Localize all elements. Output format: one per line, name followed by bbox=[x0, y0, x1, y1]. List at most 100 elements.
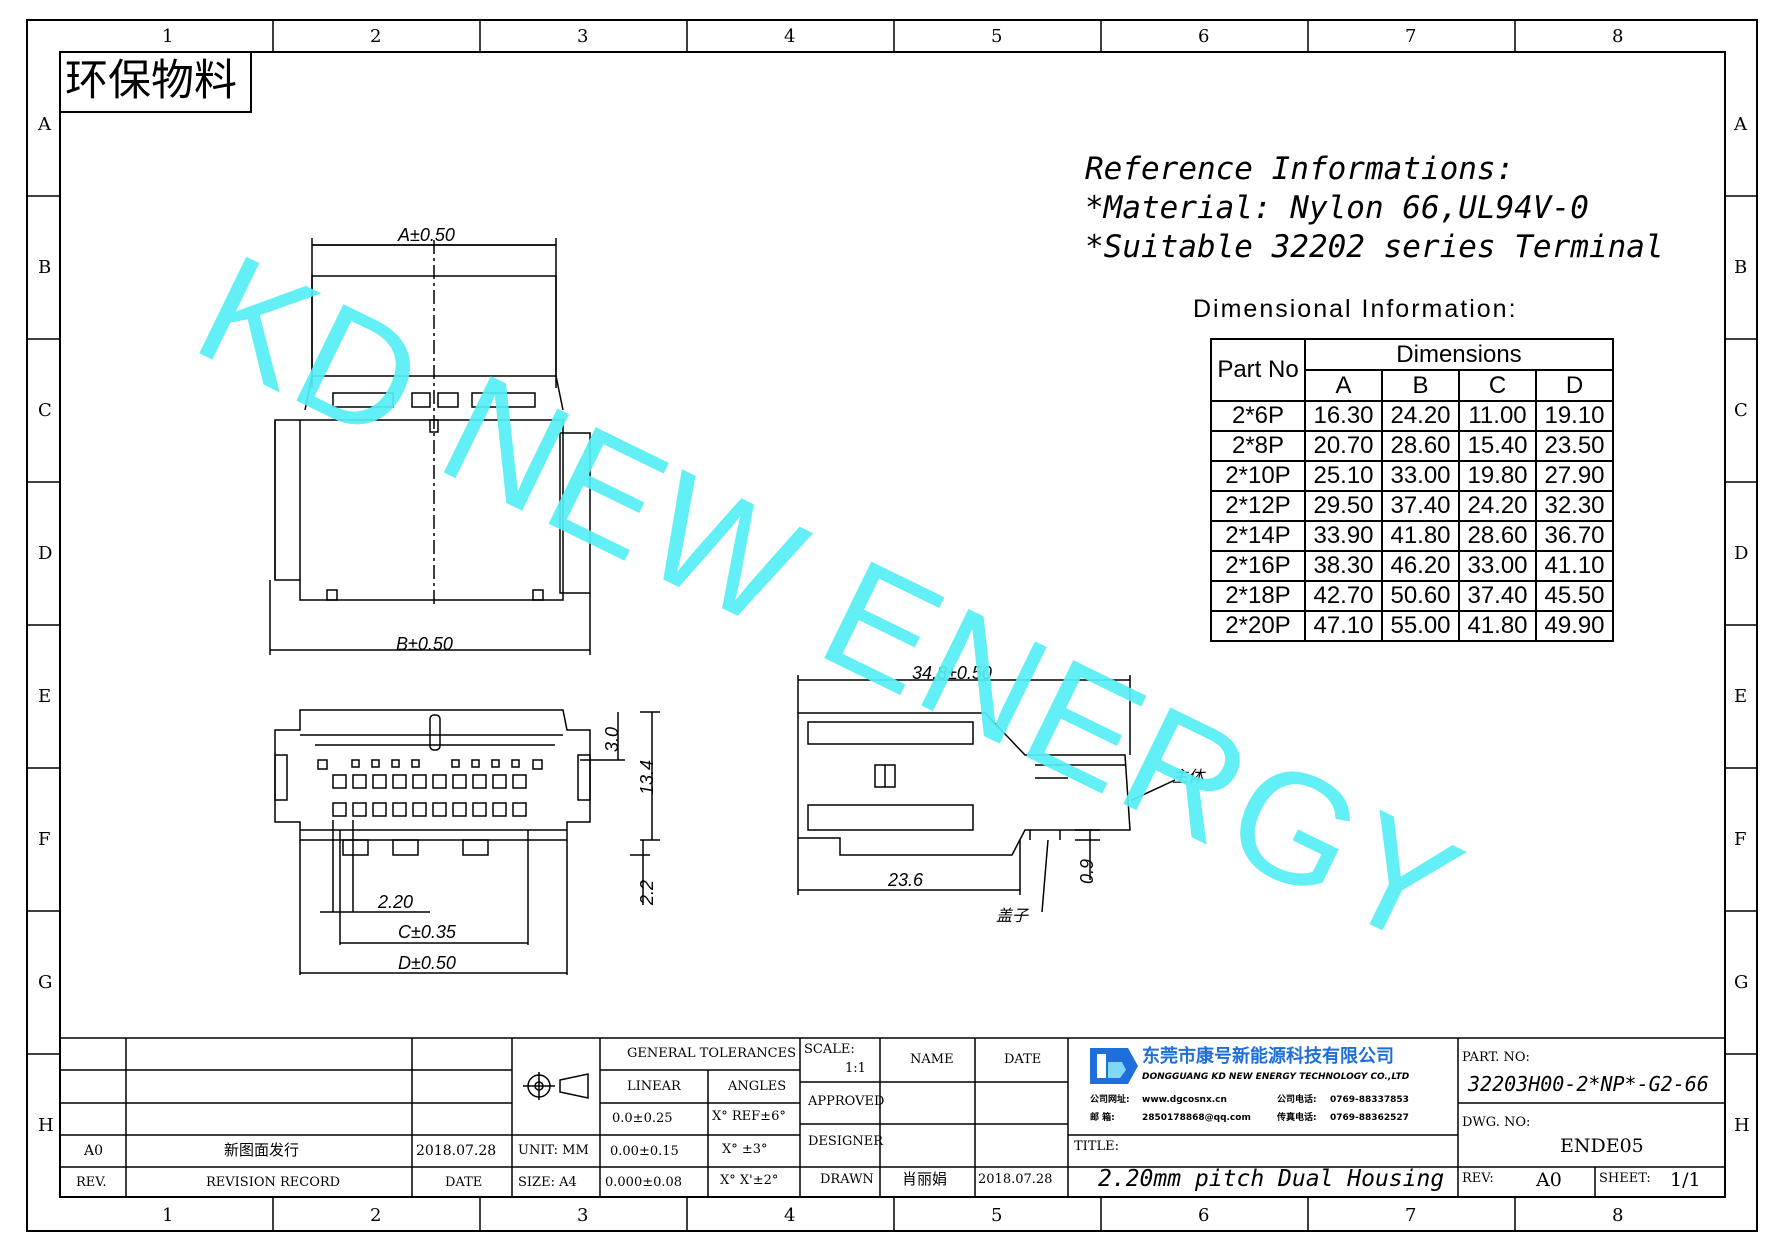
side-length-label: 34.8±0.50 bbox=[912, 663, 992, 683]
general-tolerances-label: GENERAL TOLERANCES bbox=[627, 1046, 797, 1061]
name-header: NAME bbox=[910, 1052, 954, 1067]
zone-row-f-right: F bbox=[1734, 829, 1747, 850]
zone-row-h: H bbox=[38, 1115, 54, 1136]
zone-row-f: F bbox=[38, 829, 51, 850]
table-row: 2*14P 33.90 41.80 28.60 36.70 bbox=[1210, 520, 1614, 552]
tol-angle-2: X° ±3° bbox=[722, 1142, 768, 1157]
reference-material: *Material: Nylon 66,UL94V-0 bbox=[1085, 190, 1589, 226]
table-row: 2*18P 42.70 50.60 37.40 45.50 bbox=[1210, 580, 1614, 612]
dimensions-table: Part No Dimensions A B C D 2*6P 16.30 24… bbox=[1210, 338, 1614, 642]
table-row: 2*12P 29.50 37.40 24.20 32.30 bbox=[1210, 490, 1614, 522]
side-23-6-label: 23.6 bbox=[888, 870, 924, 890]
col-header-a: A bbox=[1304, 369, 1383, 402]
projection-symbol bbox=[523, 1072, 589, 1100]
d-cell: 41.10 bbox=[1535, 550, 1614, 582]
zone-col-3: 3 bbox=[577, 26, 589, 47]
side-view bbox=[797, 675, 1176, 913]
zone-row-a: A bbox=[38, 114, 51, 135]
company-website-label: 公司网址: bbox=[1090, 1095, 1130, 1105]
a-cell: 38.30 bbox=[1304, 550, 1383, 582]
sheet-value: 1/1 bbox=[1670, 1169, 1701, 1191]
stamp-box bbox=[59, 51, 252, 113]
drawing-title: 2.20mm pitch Dual Housing bbox=[1098, 1166, 1445, 1192]
c-cell: 24.20 bbox=[1458, 490, 1537, 522]
company-mail: 2850178868@qq.com bbox=[1142, 1113, 1251, 1123]
zone-row-b-right: B bbox=[1734, 257, 1748, 278]
dim-b-label: B±0.50 bbox=[396, 634, 453, 654]
dim-2-2-label: 2.2 bbox=[637, 879, 657, 905]
reference-title: Reference Informations: bbox=[1085, 151, 1515, 187]
zone-row-h-right: H bbox=[1734, 1115, 1750, 1136]
d-cell: 36.70 bbox=[1535, 520, 1614, 552]
part-cell: 2*16P bbox=[1210, 550, 1306, 582]
zone-col-4: 4 bbox=[784, 26, 796, 47]
eco-material-stamp: 环保物料 bbox=[65, 56, 237, 106]
a-cell: 47.10 bbox=[1304, 610, 1383, 642]
tol-linear-3: 0.000±0.08 bbox=[605, 1175, 683, 1190]
zone-row-c-right: C bbox=[1734, 400, 1748, 421]
part-cell: 2*10P bbox=[1210, 460, 1306, 492]
d-cell: 23.50 bbox=[1535, 430, 1614, 462]
b-cell: 28.60 bbox=[1381, 430, 1460, 462]
c-cell: 37.40 bbox=[1458, 580, 1537, 612]
rev-cell: A0 bbox=[84, 1143, 104, 1159]
c-cell: 33.00 bbox=[1458, 550, 1537, 582]
company-tel: 0769-88337853 bbox=[1330, 1095, 1409, 1105]
drawn-date: 2018.07.28 bbox=[978, 1172, 1053, 1187]
unit-label: UNIT: MM bbox=[518, 1143, 589, 1158]
scale-label: SCALE: bbox=[804, 1042, 855, 1057]
rev-label: REV: bbox=[1462, 1171, 1494, 1186]
zone-row-a-right: A bbox=[1734, 114, 1747, 135]
zone-row-g-right: G bbox=[1734, 972, 1749, 993]
tol-angle-3: X° X'±2° bbox=[720, 1173, 779, 1188]
zone-row-c: C bbox=[38, 400, 52, 421]
drawn-label: DRAWN bbox=[820, 1172, 874, 1187]
c-cell: 41.80 bbox=[1458, 610, 1537, 642]
zone-col-1: 1 bbox=[162, 26, 174, 47]
part-no-header: Part No bbox=[1210, 338, 1306, 402]
part-cell: 2*20P bbox=[1210, 610, 1306, 642]
zone-col-6-bottom: 6 bbox=[1198, 1205, 1210, 1226]
date-header-2: DATE bbox=[1004, 1052, 1042, 1067]
company-mail-label: 邮 箱: bbox=[1090, 1113, 1115, 1123]
col-header-d: D bbox=[1535, 369, 1614, 402]
d-cell: 19.10 bbox=[1535, 400, 1614, 432]
dimensional-info-heading: Dimensional Information: bbox=[1193, 295, 1518, 323]
dim-c-label: C±0.35 bbox=[398, 922, 456, 942]
a-cell: 20.70 bbox=[1304, 430, 1383, 462]
col-header-b: B bbox=[1381, 369, 1460, 402]
col-header-c: C bbox=[1458, 369, 1537, 402]
dim-a-label: A±0.50 bbox=[398, 225, 455, 245]
b-cell: 24.20 bbox=[1381, 400, 1460, 432]
b-cell: 37.40 bbox=[1381, 490, 1460, 522]
zone-col-8: 8 bbox=[1612, 26, 1624, 47]
b-cell: 33.00 bbox=[1381, 460, 1460, 492]
dwg-no-value: ENDE05 bbox=[1560, 1135, 1644, 1157]
designer-label: DESIGNER bbox=[808, 1134, 883, 1149]
zone-row-e: E bbox=[38, 686, 52, 707]
front-view bbox=[274, 709, 660, 975]
part-cell: 2*12P bbox=[1210, 490, 1306, 522]
zone-col-2: 2 bbox=[370, 26, 382, 47]
dim-13-4-label: 13.4 bbox=[637, 759, 657, 795]
side-0-9-label: 0.9 bbox=[1077, 858, 1097, 884]
part-cell: 2*6P bbox=[1210, 400, 1306, 432]
title-block-grid bbox=[59, 1037, 1726, 1198]
c-cell: 19.80 bbox=[1458, 460, 1537, 492]
company-name-cn: 东莞市康号新能源科技有限公司 bbox=[1142, 1046, 1394, 1067]
a-cell: 16.30 bbox=[1304, 400, 1383, 432]
zone-col-8-bottom: 8 bbox=[1612, 1205, 1624, 1226]
tol-angle-1: X° REF±6° bbox=[712, 1109, 786, 1124]
size-label: SIZE: A4 bbox=[518, 1175, 577, 1190]
company-website: www.dgcosnx.cn bbox=[1142, 1095, 1227, 1105]
a-cell: 33.90 bbox=[1304, 520, 1383, 552]
part-no-value: 32203H00-2*NP*-G2-66 bbox=[1468, 1072, 1709, 1096]
zone-col-2-bottom: 2 bbox=[370, 1205, 382, 1226]
dim-pitch-label: 2.20 bbox=[378, 892, 414, 912]
sheet-label: SHEET: bbox=[1599, 1171, 1651, 1186]
zone-col-5: 5 bbox=[991, 26, 1003, 47]
zone-row-d: D bbox=[38, 543, 53, 564]
c-cell: 28.60 bbox=[1458, 520, 1537, 552]
zone-row-g: G bbox=[38, 972, 53, 993]
